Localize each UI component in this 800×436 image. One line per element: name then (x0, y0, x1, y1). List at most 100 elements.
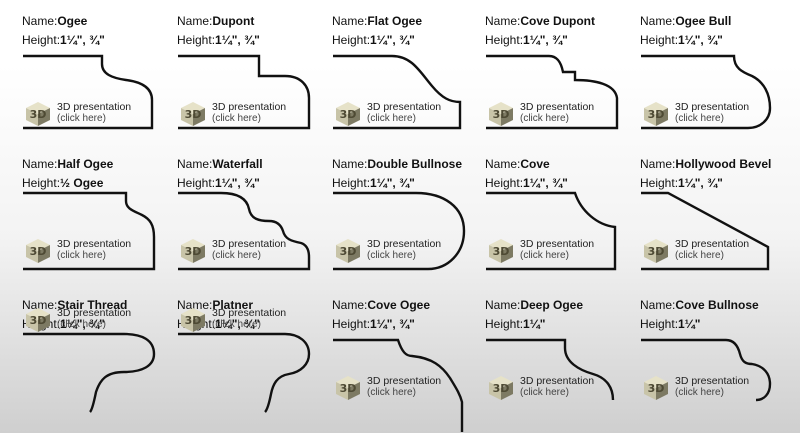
3d-presentation-link[interactable]: 3D 3D presentation(click here) (177, 98, 286, 128)
3d-presentation-link[interactable]: 3D 3D presentation(click here) (332, 98, 441, 128)
badge-hint: (click here) (57, 113, 106, 124)
svg-text:3D: 3D (340, 108, 357, 121)
badge-hint: (click here) (520, 387, 569, 398)
edge-profile-drawing (333, 54, 462, 130)
badge-label: 3D presentation (212, 238, 287, 250)
badge-label: 3D presentation (367, 375, 442, 387)
3d-cube-icon: 3D (336, 239, 360, 263)
profile-card-half-ogee[interactable]: Name:Half Ogee Height:½ Ogee 3D 3D prese… (22, 155, 177, 295)
3d-presentation-link[interactable]: 3D 3D presentation(click here) (640, 372, 749, 402)
3d-cube-icon: 3D (489, 239, 513, 263)
profile-title: Name:Deep Ogee Height:1¼" (485, 298, 584, 331)
profile-card-double-bullnose[interactable]: Name:Double Bullnose Height:1¼", ¾" 3D 3… (332, 155, 487, 295)
profile-title: Name:Cove Height:1¼", ¾" (485, 157, 568, 190)
3d-cube-icon: 3D (644, 102, 668, 126)
profile-card-hollywood-bevel[interactable]: Name:Hollywood Bevel Height:1¼", ¾" 3D 3… (640, 155, 795, 295)
badge-hint: (click here) (675, 113, 724, 124)
3d-cube-icon: 3D (181, 239, 205, 263)
3d-presentation-link[interactable]: 3D 3D presentation(click here) (22, 304, 131, 334)
svg-text:3D: 3D (30, 314, 47, 327)
badge-label: 3D presentation (212, 307, 287, 319)
svg-text:3D: 3D (648, 245, 665, 258)
svg-text:3D: 3D (648, 108, 665, 121)
badge-label: 3D presentation (367, 238, 442, 250)
3d-cube-icon: 3D (336, 376, 360, 400)
edge-profile-drawing (178, 54, 311, 130)
badge-label: 3D presentation (212, 101, 287, 113)
badge-hint: (click here) (367, 250, 416, 261)
svg-text:3D: 3D (185, 245, 202, 258)
badge-label: 3D presentation (57, 238, 132, 250)
profile-card-deep-ogee[interactable]: Name:Deep Ogee Height:1¼" 3D 3D presenta… (485, 296, 640, 436)
badge-label: 3D presentation (675, 238, 750, 250)
edge-profile-drawing (641, 54, 772, 130)
3d-presentation-link[interactable]: 3D 3D presentation(click here) (332, 372, 441, 402)
edge-profile-drawing (23, 191, 156, 271)
3d-presentation-link[interactable]: 3D 3D presentation(click here) (640, 235, 749, 265)
edge-profile-drawing (641, 191, 770, 271)
badge-label: 3D presentation (367, 101, 442, 113)
profile-card-flat-ogee[interactable]: Name:Flat Ogee Height:1¼", ¾" 3D 3D pres… (332, 12, 487, 152)
svg-text:3D: 3D (30, 245, 47, 258)
badge-hint: (click here) (520, 113, 569, 124)
profile-title: Name:Half Ogee Height:½ Ogee (22, 157, 114, 190)
profile-card-ogee[interactable]: Name:Ogee Height:1¼", ¾" 3D 3D presentat… (22, 12, 177, 152)
3d-cube-icon: 3D (489, 102, 513, 126)
svg-text:3D: 3D (340, 245, 357, 258)
badge-hint: (click here) (57, 250, 106, 261)
profile-card-platner[interactable]: Name:Platner Height:1¼", ¾" 3D 3D presen… (177, 296, 332, 436)
edge-profile-drawing (333, 191, 466, 271)
svg-text:3D: 3D (185, 314, 202, 327)
3d-presentation-link[interactable]: 3D 3D presentation(click here) (485, 235, 594, 265)
profile-card-dupont[interactable]: Name:Dupont Height:1¼", ¾" 3D 3D present… (177, 12, 332, 152)
3d-presentation-link[interactable]: 3D 3D presentation(click here) (22, 235, 131, 265)
badge-hint: (click here) (675, 250, 724, 261)
edge-profile-drawing (23, 54, 154, 130)
profile-card-cove-ogee[interactable]: Name:Cove Ogee Height:1¼", ¾" 3D 3D pres… (332, 296, 487, 436)
profile-card-cove[interactable]: Name:Cove Height:1¼", ¾" 3D 3D presentat… (485, 155, 640, 295)
svg-text:3D: 3D (493, 245, 510, 258)
3d-cube-icon: 3D (336, 102, 360, 126)
badge-hint: (click here) (367, 113, 416, 124)
edge-profile-drawing (486, 191, 617, 271)
3d-presentation-link[interactable]: 3D 3D presentation(click here) (332, 235, 441, 265)
badge-hint: (click here) (520, 250, 569, 261)
profile-title: Name:Cove Ogee Height:1¼", ¾" (332, 298, 431, 331)
3d-presentation-link[interactable]: 3D 3D presentation(click here) (485, 98, 594, 128)
edge-profile-drawing (486, 54, 619, 130)
badge-hint: (click here) (212, 250, 261, 261)
3d-presentation-link[interactable]: 3D 3D presentation(click here) (640, 98, 749, 128)
svg-text:3D: 3D (30, 108, 47, 121)
profile-title: Name:Dupont Height:1¼", ¾" (177, 14, 260, 47)
3d-presentation-link[interactable]: 3D 3D presentation(click here) (177, 304, 286, 334)
profile-title: Name:Platner Height:1¼", ¾" (177, 298, 260, 331)
badge-label: 3D presentation (520, 238, 595, 250)
svg-text:3D: 3D (185, 108, 202, 121)
profile-title: Name:Cove Bullnose Height:1¼" (640, 298, 759, 331)
profile-title: Name:Ogee Height:1¼", ¾" (22, 14, 105, 47)
profile-title: Name:Ogee Bull Height:1¼", ¾" (640, 14, 732, 47)
profile-title: Name:Flat Ogee Height:1¼", ¾" (332, 14, 423, 47)
edge-profile-drawing (23, 332, 156, 413)
badge-hint: (click here) (57, 319, 106, 330)
edge-profile-drawing (333, 338, 464, 432)
badge-hint: (click here) (675, 387, 724, 398)
badge-hint: (click here) (212, 113, 261, 124)
3d-cube-icon: 3D (26, 308, 50, 332)
badge-hint: (click here) (367, 387, 416, 398)
svg-text:3D: 3D (340, 382, 357, 395)
3d-presentation-link[interactable]: 3D 3D presentation(click here) (22, 98, 131, 128)
profile-card-cove-bullnose[interactable]: Name:Cove Bullnose Height:1¼" 3D 3D pres… (640, 296, 795, 436)
badge-hint: (click here) (212, 319, 261, 330)
3d-presentation-link[interactable]: 3D 3D presentation(click here) (177, 235, 286, 265)
edge-profile-drawing (178, 191, 311, 271)
profile-card-ogee-bull[interactable]: Name:Ogee Bull Height:1¼", ¾" 3D 3D pres… (640, 12, 795, 152)
3d-presentation-link[interactable]: 3D 3D presentation(click here) (485, 372, 594, 402)
profile-card-stair-thread[interactable]: Name:Stair Thread Height:1¼", ¾" 3D 3D p… (22, 296, 177, 436)
3d-cube-icon: 3D (181, 308, 205, 332)
profile-card-waterfall[interactable]: Name:Waterfall Height:1¼", ¾" 3D 3D pres… (177, 155, 332, 295)
profile-card-cove-dupont[interactable]: Name:Cove Dupont Height:1¼", ¾" 3D 3D pr… (485, 12, 640, 152)
badge-label: 3D presentation (520, 101, 595, 113)
svg-text:3D: 3D (493, 108, 510, 121)
